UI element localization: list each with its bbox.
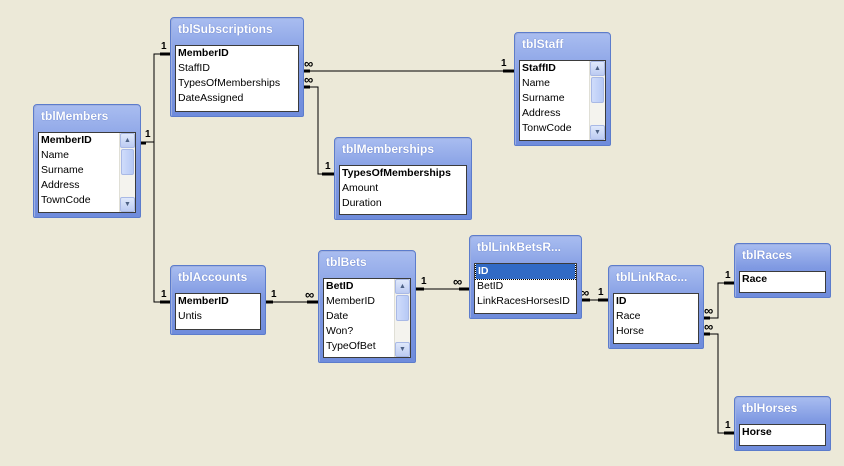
rel-one-label: 1 bbox=[725, 420, 731, 431]
vertical-scrollbar[interactable]: ▲ ▼ bbox=[394, 279, 410, 357]
scroll-down-icon[interactable]: ▼ bbox=[120, 197, 135, 212]
table-tblRaces[interactable]: tblRaces Race bbox=[734, 243, 831, 298]
field-row[interactable]: TypeOfBet bbox=[326, 340, 376, 352]
rel-one-label: 1 bbox=[421, 276, 427, 287]
field-row[interactable]: DateAssigned bbox=[178, 92, 244, 104]
field-row[interactable]: Duration bbox=[342, 197, 382, 209]
table-title[interactable]: tblSubscriptions bbox=[178, 22, 273, 36]
field-row[interactable]: BetID bbox=[477, 280, 504, 292]
field-row[interactable]: Untis bbox=[178, 310, 202, 322]
field-row[interactable]: Amount bbox=[342, 182, 379, 194]
field-row[interactable]: ID bbox=[616, 295, 627, 307]
table-title[interactable]: tblMemberships bbox=[342, 142, 435, 156]
rel-many-label: ∞ bbox=[704, 319, 714, 334]
field-row[interactable]: MemberID bbox=[178, 47, 229, 59]
scroll-up-icon[interactable]: ▲ bbox=[395, 279, 410, 294]
field-row[interactable]: Horse bbox=[616, 325, 645, 337]
table-tblAccounts[interactable]: tblAccounts MemberID Untis bbox=[170, 265, 266, 335]
field-row[interactable]: Address bbox=[522, 107, 561, 119]
rel-one-label: 1 bbox=[145, 129, 151, 140]
table-tblLinkBetsRaces[interactable]: tblLinkBetsR... ID BetID LinkRacesHorses… bbox=[469, 235, 582, 319]
field-row[interactable]: Name bbox=[41, 149, 70, 161]
field-row[interactable]: Date bbox=[326, 310, 349, 322]
field-row[interactable]: Won? bbox=[326, 325, 354, 337]
field-row[interactable]: Address bbox=[41, 179, 80, 191]
table-tblHorses[interactable]: tblHorses Horse bbox=[734, 396, 831, 451]
field-row[interactable]: StaffID bbox=[178, 62, 210, 74]
field-row[interactable]: TonwCode bbox=[522, 122, 572, 134]
rel-one-label: 1 bbox=[598, 287, 604, 298]
table-tblMembers[interactable]: tblMembers MemberID Name Surname Address… bbox=[33, 104, 141, 218]
table-title[interactable]: tblStaff bbox=[522, 37, 564, 51]
scroll-thumb[interactable] bbox=[121, 149, 134, 175]
table-title[interactable]: tblRaces bbox=[742, 248, 793, 262]
scroll-up-icon[interactable]: ▲ bbox=[120, 133, 135, 148]
scroll-thumb[interactable] bbox=[591, 77, 604, 103]
vertical-scrollbar[interactable]: ▲ ▼ bbox=[589, 61, 605, 140]
rel-many-label: ∞ bbox=[580, 285, 590, 300]
table-title[interactable]: tblMembers bbox=[41, 109, 109, 123]
table-tblStaff[interactable]: tblStaff StaffID Name Surname Address To… bbox=[514, 32, 611, 146]
rel-many-label: ∞ bbox=[304, 72, 314, 87]
table-title[interactable]: tblLinkBetsR... bbox=[477, 240, 562, 254]
table-title[interactable]: tblBets bbox=[326, 255, 367, 269]
scroll-down-icon[interactable]: ▼ bbox=[395, 342, 410, 357]
field-row[interactable]: MemberID bbox=[41, 134, 92, 146]
rel-many-label: ∞ bbox=[704, 303, 714, 318]
rel-one-label: 1 bbox=[161, 41, 167, 52]
field-row[interactable]: Name bbox=[522, 77, 551, 89]
rel-one-label: 1 bbox=[271, 289, 277, 300]
table-title[interactable]: tblHorses bbox=[742, 401, 798, 415]
table-tblLinkRacesHorses[interactable]: tblLinkRac... ID Race Horse bbox=[608, 265, 704, 349]
rel-one-label: 1 bbox=[501, 58, 507, 69]
field-row[interactable]: TypesOfMemberships bbox=[178, 77, 281, 89]
table-tblBets[interactable]: tblBets BetID MemberID Date Won? TypeOfB… bbox=[318, 250, 416, 363]
vertical-scrollbar[interactable]: ▲ ▼ bbox=[119, 133, 135, 212]
rel-one-label: 1 bbox=[725, 270, 731, 281]
field-row[interactable]: Race bbox=[616, 310, 641, 322]
field-row[interactable]: BetID bbox=[326, 280, 354, 292]
field-row[interactable]: TownCode bbox=[41, 194, 91, 206]
table-tblSubscriptions[interactable]: tblSubscriptions MemberID StaffID TypesO… bbox=[170, 17, 304, 117]
field-row[interactable]: MemberID bbox=[178, 295, 229, 307]
rel-many-label: ∞ bbox=[304, 56, 314, 71]
rel-one-label: 1 bbox=[325, 161, 331, 172]
rel-many-label: ∞ bbox=[305, 287, 315, 302]
field-row[interactable]: Horse bbox=[742, 426, 772, 438]
field-row[interactable]: Surname bbox=[41, 164, 84, 176]
table-title[interactable]: tblLinkRac... bbox=[616, 270, 688, 284]
scroll-thumb[interactable] bbox=[396, 295, 409, 321]
field-row[interactable]: LinkRacesHorsesID bbox=[477, 295, 570, 307]
field-row[interactable]: Surname bbox=[522, 92, 565, 104]
scroll-up-icon[interactable]: ▲ bbox=[590, 61, 605, 76]
field-row[interactable]: TypesOfMemberships bbox=[342, 167, 451, 179]
scroll-down-icon[interactable]: ▼ bbox=[590, 125, 605, 140]
table-tblMemberships[interactable]: tblMemberships TypesOfMemberships Amount… bbox=[334, 137, 472, 220]
table-title[interactable]: tblAccounts bbox=[178, 270, 248, 284]
rel-one-label: 1 bbox=[161, 289, 167, 300]
field-row[interactable]: Race bbox=[742, 273, 768, 285]
rel-many-label: ∞ bbox=[453, 274, 463, 289]
field-row[interactable]: MemberID bbox=[326, 295, 376, 307]
field-row[interactable]: StaffID bbox=[522, 62, 556, 74]
field-row[interactable]: ID bbox=[475, 264, 576, 280]
